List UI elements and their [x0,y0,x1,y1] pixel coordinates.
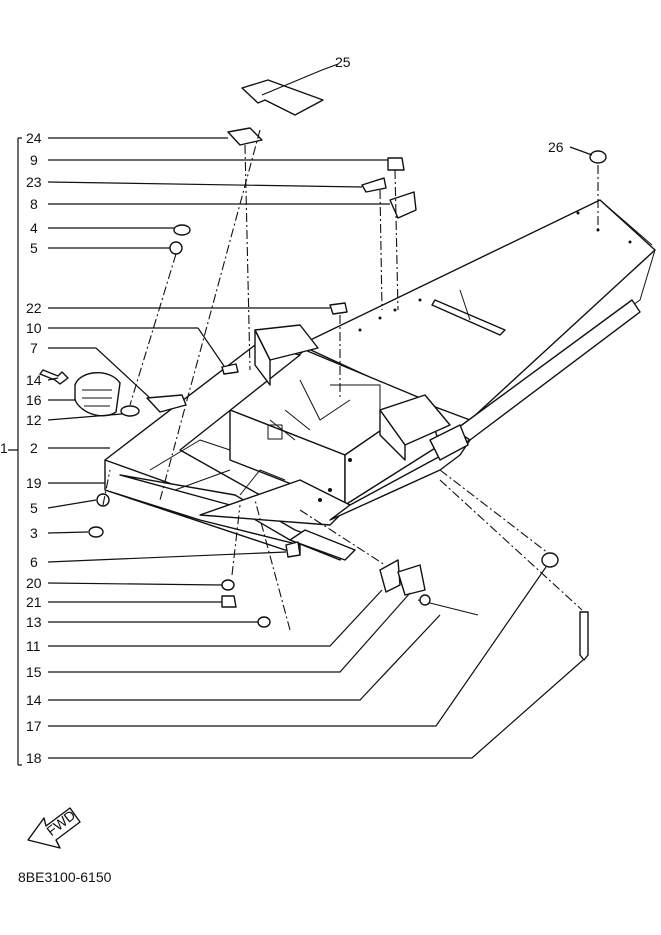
part-13-grommet [257,616,271,628]
part-3-grommet [88,526,104,538]
callout-16: 16 [26,392,42,408]
callout-18: 18 [26,750,42,766]
callout-10: 10 [26,320,42,336]
callout-5-upper: 5 [30,240,38,256]
part-20-grommet [221,579,235,591]
drawing-code: 8BE3100-6150 [18,869,112,885]
callout-15: 15 [26,664,42,680]
callout-19: 19 [26,475,42,491]
callout-11: 11 [26,638,41,654]
part-24-pad [227,127,263,146]
part-5-collar [169,241,183,255]
callout-4: 4 [30,220,38,236]
part-15-bracket [397,564,426,596]
part-17-cap [541,552,559,568]
callout-5-lower: 5 [30,500,38,516]
callout-24: 24 [26,130,42,146]
callout-21: 21 [26,594,42,610]
callout-6: 6 [30,554,38,570]
callout-2: 2 [30,440,38,456]
callout-1: 1 [0,440,8,456]
part-14-bolt [39,369,69,385]
frame-assembly [104,199,656,561]
callout-8: 8 [30,196,38,212]
callout-14-upper: 14 [26,372,42,388]
part-23-wedge [361,177,387,193]
part-5b-collar [96,493,110,507]
callout-12: 12 [26,412,42,428]
callout-14-lower: 14 [26,692,42,708]
part-4-grommet [173,224,191,236]
callout-labels: 24 9 23 8 4 5 22 10 7 14 16 12 1 2 19 5 … [0,54,564,766]
part-21-nut [221,595,237,608]
part-26-cap [589,150,607,164]
part-18-rivet [579,611,589,661]
callout-22: 22 [26,300,42,316]
callout-3: 3 [30,525,38,541]
callout-17: 17 [26,718,42,734]
callout-26: 26 [548,139,564,155]
part-9-cap [387,157,405,171]
small-parts [39,79,607,661]
callout-7: 7 [30,340,38,356]
part-16-band [74,372,121,417]
part-22-pad [329,302,348,315]
callout-13: 13 [26,614,42,630]
callout-20: 20 [26,575,42,591]
part-11-bracket [379,559,401,593]
leader-lines [8,63,599,766]
part-12-washer [120,405,140,417]
part-10-pad [221,363,239,375]
fwd-arrow-icon: FWD [27,807,81,849]
part-6-bracket [285,541,301,558]
callout-25: 25 [335,54,351,70]
callout-9: 9 [30,152,38,168]
part-8-bracket [389,191,417,219]
callout-23: 23 [26,174,42,190]
part-25-cover-plate [241,79,324,116]
